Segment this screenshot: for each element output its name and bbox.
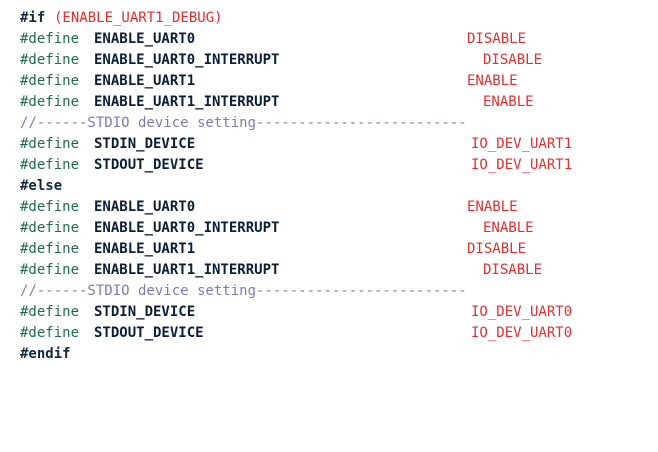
define-directive: #define: [20, 73, 80, 89]
code-line-endif: #endif: [20, 344, 650, 364]
macro-value: IO_DEV_UART0: [471, 304, 573, 320]
define-directive: #define: [20, 241, 80, 257]
macro-name: ENABLE_UART0: [94, 199, 196, 215]
macro-value: IO_DEV_UART0: [471, 325, 573, 341]
code-line: #define ENABLE_UART1 ENABLE: [20, 71, 650, 91]
code-line: #define ENABLE_UART1_INTERRUPT ENABLE: [20, 92, 650, 112]
endif-directive: #endif: [20, 346, 71, 362]
macro-name: ENABLE_UART0_INTERRUPT: [94, 220, 280, 236]
if-condition: (ENABLE_UART1_DEBUG): [54, 10, 223, 26]
macro-value: ENABLE: [467, 73, 518, 89]
code-line: #define ENABLE_UART0 DISABLE: [20, 29, 650, 49]
macro-name: STDOUT_DEVICE: [94, 325, 204, 341]
define-directive: #define: [20, 157, 80, 173]
comment-text: //------STDIO device setting------------…: [20, 115, 467, 131]
macro-name: ENABLE_UART1_INTERRUPT: [94, 262, 280, 278]
else-directive: #else: [20, 178, 63, 194]
code-line: #define STDIN_DEVICE IO_DEV_UART1: [20, 134, 650, 154]
code-line: #define ENABLE_UART0_INTERRUPT DISABLE: [20, 50, 650, 70]
define-directive: #define: [20, 136, 80, 152]
code-line: #define ENABLE_UART0_INTERRUPT ENABLE: [20, 218, 650, 238]
define-directive: #define: [20, 220, 80, 236]
macro-name: ENABLE_UART0_INTERRUPT: [94, 52, 280, 68]
code-line: #define ENABLE_UART1_INTERRUPT DISABLE: [20, 260, 650, 280]
macro-value: DISABLE: [467, 31, 527, 47]
code-line: #define STDOUT_DEVICE IO_DEV_UART0: [20, 323, 650, 343]
macro-name: ENABLE_UART1: [94, 241, 196, 257]
define-directive: #define: [20, 31, 80, 47]
code-line: #define STDOUT_DEVICE IO_DEV_UART1: [20, 155, 650, 175]
code-line-if: #if (ENABLE_UART1_DEBUG): [20, 8, 650, 28]
macro-value: DISABLE: [467, 241, 527, 257]
code-line: #define STDIN_DEVICE IO_DEV_UART0: [20, 302, 650, 322]
define-directive: #define: [20, 199, 80, 215]
define-directive: #define: [20, 325, 80, 341]
code-line: #define ENABLE_UART0 ENABLE: [20, 197, 650, 217]
macro-name: ENABLE_UART0: [94, 31, 196, 47]
define-directive: #define: [20, 262, 80, 278]
code-comment: //------STDIO device setting------------…: [20, 281, 650, 301]
if-directive: #if: [20, 10, 46, 26]
macro-name: STDIN_DEVICE: [94, 304, 196, 320]
code-line: #define ENABLE_UART1 DISABLE: [20, 239, 650, 259]
code-line-else: #else: [20, 176, 650, 196]
macro-name: STDIN_DEVICE: [94, 136, 196, 152]
macro-value: DISABLE: [483, 52, 543, 68]
define-directive: #define: [20, 304, 80, 320]
define-directive: #define: [20, 94, 80, 110]
macro-name: ENABLE_UART1: [94, 73, 196, 89]
macro-name: STDOUT_DEVICE: [94, 157, 204, 173]
macro-value: IO_DEV_UART1: [471, 157, 573, 173]
macro-value: IO_DEV_UART1: [471, 136, 573, 152]
macro-value: DISABLE: [483, 262, 543, 278]
macro-value: ENABLE: [483, 220, 534, 236]
code-comment: //------STDIO device setting------------…: [20, 113, 650, 133]
define-directive: #define: [20, 52, 80, 68]
macro-value: ENABLE: [467, 199, 518, 215]
macro-name: ENABLE_UART1_INTERRUPT: [94, 94, 280, 110]
macro-value: ENABLE: [483, 94, 534, 110]
comment-text: //------STDIO device setting------------…: [20, 283, 467, 299]
